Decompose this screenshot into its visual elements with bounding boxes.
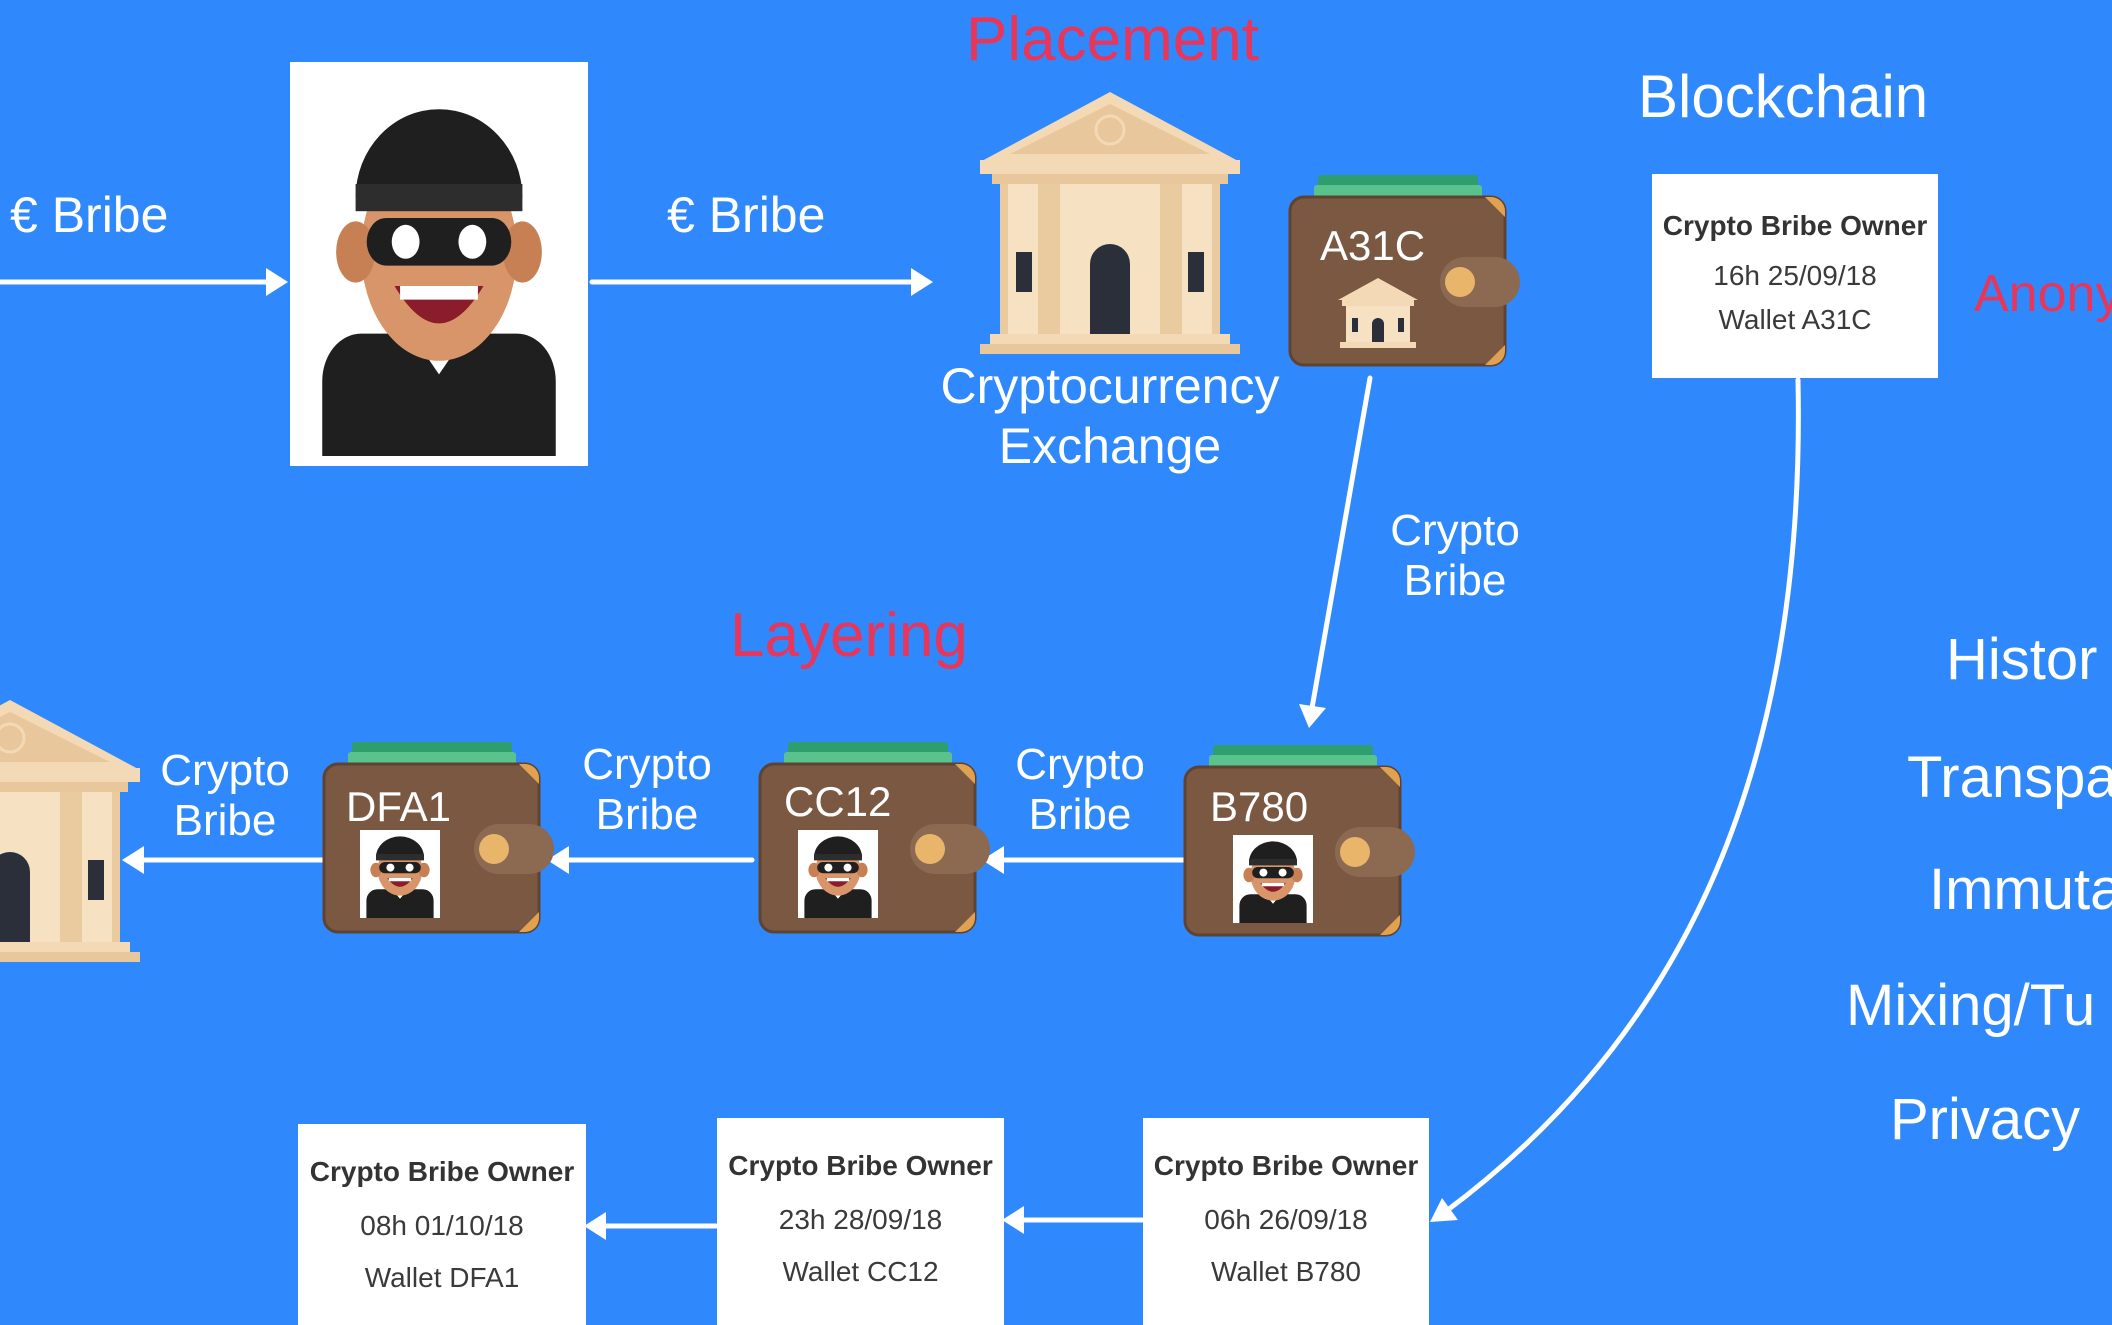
- record-cc12-owner: Crypto Bribe Owner: [728, 1150, 993, 1181]
- wallet-a31c-icon: [1288, 173, 1522, 367]
- property-mixing: Mixing/Tu: [1846, 973, 2096, 1038]
- flow-label-crypto-cc12: Crypto Bribe: [552, 740, 742, 840]
- criminal-portrait: [290, 62, 588, 466]
- flow-arrows: [0, 279, 1801, 1229]
- stage-placement-title: Placement: [966, 5, 1259, 74]
- property-history: Histor: [1946, 627, 2098, 692]
- flow-label-crypto-b780-l2: Bribe: [1028, 790, 1132, 839]
- wallet-b780-icon: [1183, 743, 1417, 937]
- flow-label-crypto-b780-l1: Crypto: [1015, 740, 1145, 789]
- wallet-dfa1-icon: [322, 740, 556, 934]
- record-dfa1-wallet: Wallet DFA1: [364, 1262, 520, 1293]
- record-dfa1-owner: Crypto Bribe Owner: [309, 1156, 575, 1187]
- record-b780-owner: Crypto Bribe Owner: [1153, 1150, 1419, 1181]
- record-card-dfa1: Crypto Bribe Owner 08h 01/10/18 Wallet D…: [298, 1124, 586, 1325]
- property-immutability: Immuta: [1929, 857, 2112, 922]
- record-card-cc12: Crypto Bribe Owner 23h 28/09/18 Wallet C…: [717, 1118, 1004, 1325]
- blockchain-title: Blockchain: [1638, 63, 1929, 130]
- property-privacy: Privacy: [1890, 1087, 2081, 1152]
- flow-label-crypto-dfa1-l2: Bribe: [173, 796, 277, 845]
- property-transparency: Transpa: [1907, 745, 2112, 810]
- flow-label-crypto-dfa1: Crypto Bribe: [130, 746, 320, 846]
- stage-layering-title: Layering: [730, 601, 968, 670]
- record-a31c-wallet: Wallet A31C: [1718, 304, 1872, 335]
- flow-label-crypto-down-l2: Bribe: [1403, 556, 1507, 605]
- exchange-bank-icon: [978, 90, 1242, 356]
- record-a31c-time: 16h 25/09/18: [1713, 260, 1877, 291]
- arrow-heads: [122, 268, 1458, 1240]
- record-card-a31c: Crypto Bribe Owner 16h 25/09/18 Wallet A…: [1652, 174, 1938, 378]
- wallet-label-b780: B780: [1210, 783, 1309, 830]
- flow-label-crypto-b780: Crypto Bribe: [985, 740, 1175, 840]
- record-card-b780: Crypto Bribe Owner 06h 26/09/18 Wallet B…: [1143, 1118, 1429, 1325]
- wallet-cc12-icon: [758, 740, 992, 934]
- exchange-label: Cryptocurrency Exchange: [910, 356, 1310, 476]
- flow-label-crypto-cc12-l2: Bribe: [595, 790, 699, 839]
- stage-anonymity-title: Anony: [1974, 265, 2112, 323]
- wallet-label-dfa1: DFA1: [346, 783, 452, 830]
- flow-label-crypto-down: Crypto Bribe: [1360, 506, 1550, 606]
- record-dfa1-time: 08h 01/10/18: [360, 1210, 524, 1241]
- record-b780-time: 06h 26/09/18: [1204, 1204, 1368, 1235]
- wallet-label-a31c: A31C: [1320, 222, 1426, 269]
- flow-label-crypto-cc12-l1: Crypto: [582, 740, 712, 789]
- record-a31c-owner: Crypto Bribe Owner: [1662, 210, 1928, 241]
- record-cc12-wallet: Wallet CC12: [782, 1256, 939, 1287]
- exchange-label-line1: Cryptocurrency: [940, 358, 1280, 414]
- record-cc12-time: 23h 28/09/18: [778, 1204, 943, 1235]
- flow-label-bribe-to-exchange: € Bribe: [667, 187, 826, 243]
- flow-label-crypto-down-l1: Crypto: [1390, 506, 1520, 555]
- flow-label-crypto-dfa1-l1: Crypto: [160, 746, 290, 795]
- wallet-label-cc12: CC12: [784, 778, 892, 825]
- record-b780-wallet: Wallet B780: [1211, 1256, 1361, 1287]
- destination-bank-icon: [0, 698, 142, 964]
- exchange-label-line2: Exchange: [998, 418, 1222, 474]
- flow-label-bribe-in: € Bribe: [10, 187, 169, 243]
